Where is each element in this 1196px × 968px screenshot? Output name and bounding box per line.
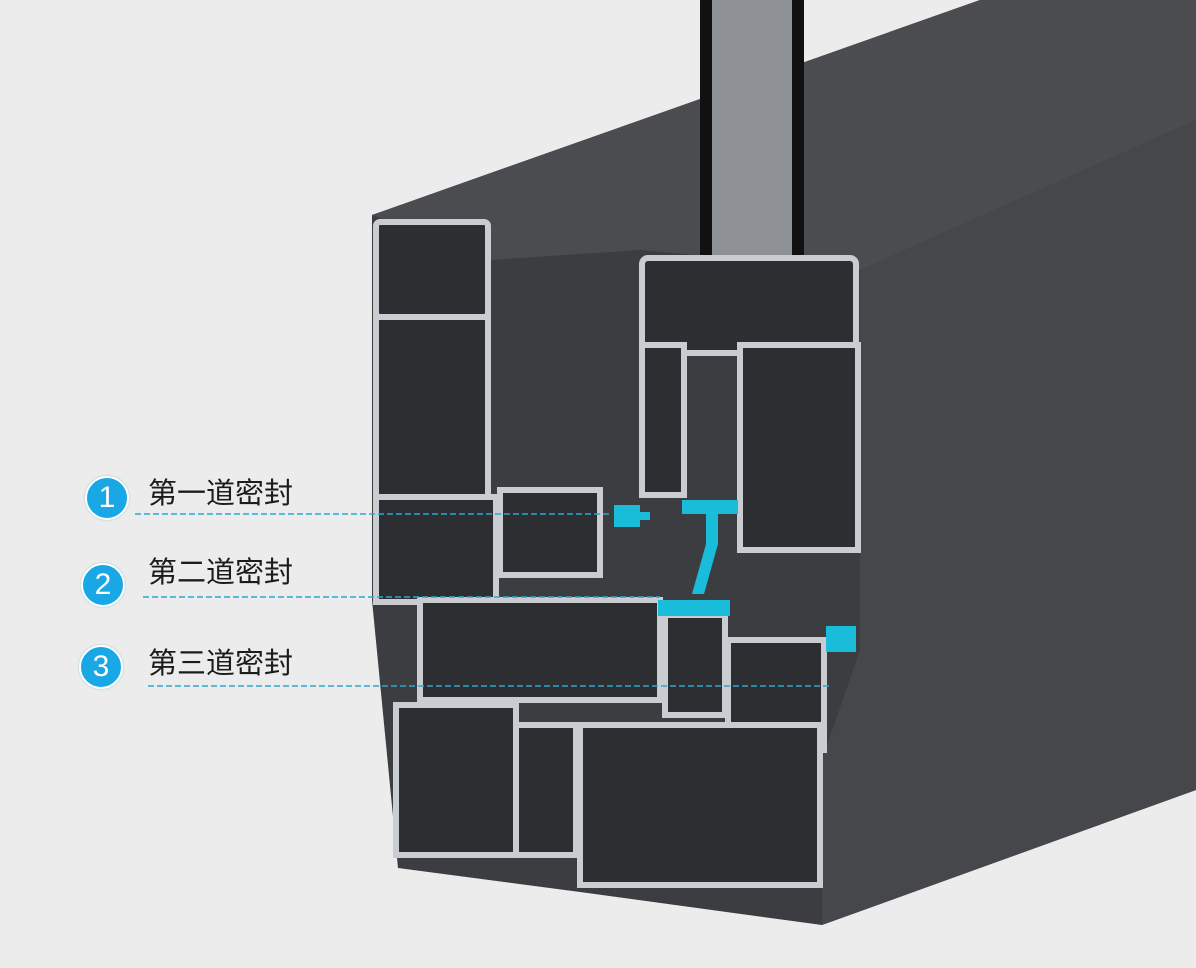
callout-label-1: 第一道密封 xyxy=(148,476,294,510)
callout-label-3: 第三道密封 xyxy=(148,646,294,680)
seal-t xyxy=(682,500,738,594)
seal-2 xyxy=(658,600,730,616)
seal-1 xyxy=(614,505,650,527)
callout-label-2: 第二道密封 xyxy=(148,555,294,589)
profile-cross-section xyxy=(373,219,861,888)
badge-2: 2 xyxy=(81,563,125,607)
callout-1: 1 xyxy=(85,476,129,520)
callout-2: 2 xyxy=(81,563,125,607)
badge-3: 3 xyxy=(79,645,123,689)
glass-pane xyxy=(706,0,798,262)
callout-lines xyxy=(135,513,830,687)
seal-3 xyxy=(826,626,856,652)
badge-1: 1 xyxy=(85,476,129,520)
profile-side-face xyxy=(822,120,1196,925)
glass-edge-right xyxy=(792,0,804,266)
seals xyxy=(614,500,856,652)
callout-3: 3 xyxy=(79,645,123,689)
glass-edge-left xyxy=(700,0,712,266)
